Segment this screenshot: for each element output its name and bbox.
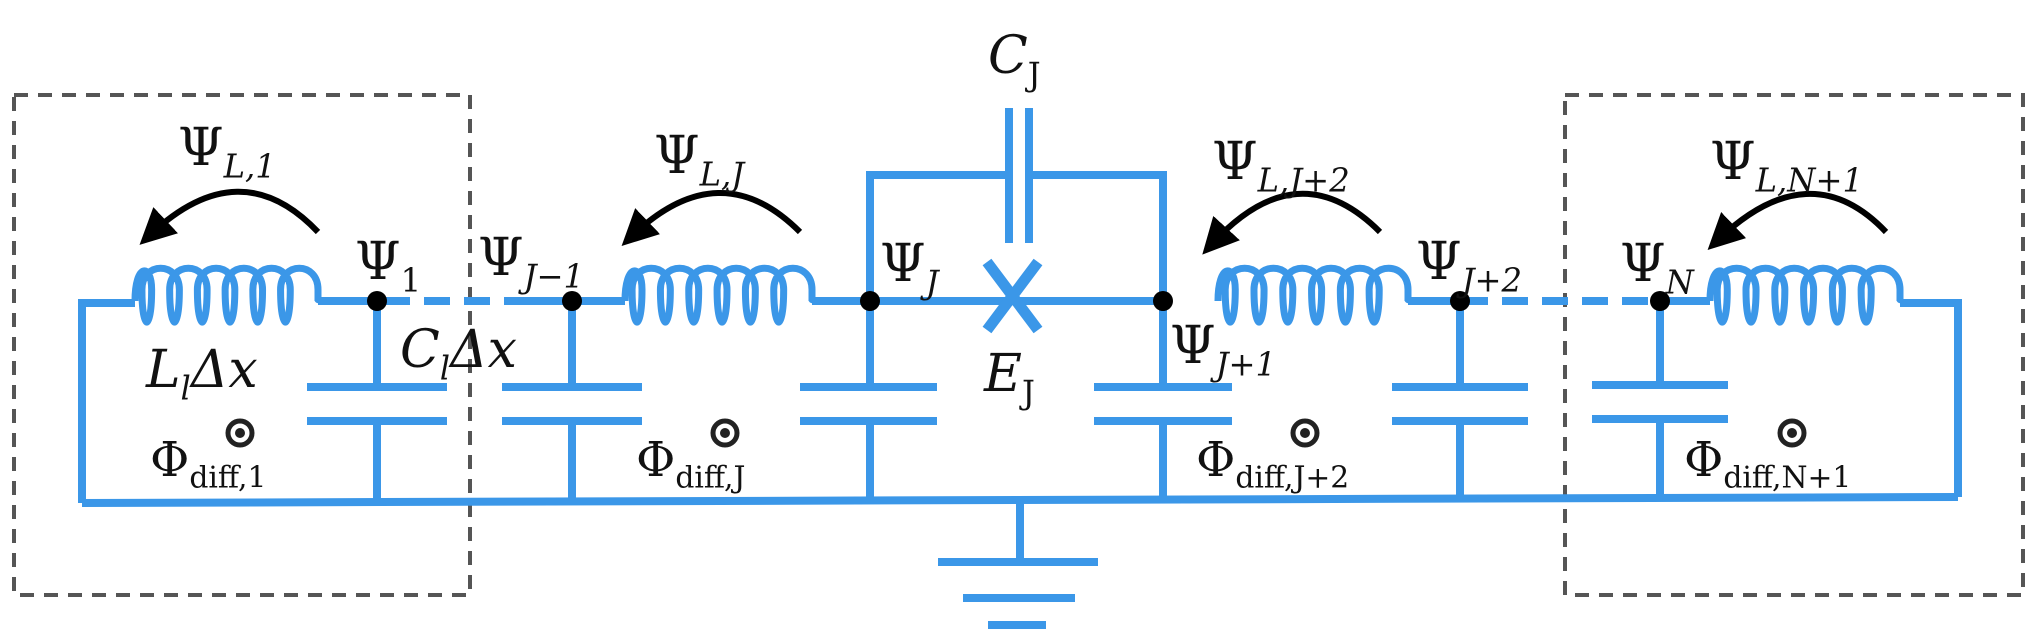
label-phi-diff-j-plus-2: Φdiff,J+2 — [1196, 432, 1350, 496]
label-psi-j-minus-1: ΨJ−1 — [478, 228, 585, 296]
label-phi-diff-n-plus-1: Φdiff,N+1 — [1684, 432, 1852, 496]
arrow-psi-lj — [621, 190, 803, 246]
cj-capacitor-plates — [1005, 108, 1033, 243]
label-psi-ln1: ΨL,N+1 — [1710, 132, 1863, 200]
left-boundary-box — [12, 93, 472, 597]
label-psi-lj: ΨL,J — [654, 126, 745, 194]
arrow-psi-lj2 — [1202, 190, 1383, 255]
label-psi-j: ΨJ — [880, 234, 939, 302]
right-boundary-box — [1563, 93, 2025, 597]
label-psi-n: ΨN — [1620, 234, 1694, 302]
cj-loop-right — [1029, 171, 1167, 301]
josephson-cross-icon — [982, 258, 1043, 334]
inductor-1 — [131, 264, 322, 326]
label-c-dx: ClΔx — [400, 320, 517, 388]
arrow-psi-l1 — [139, 188, 321, 245]
label-psi-1: Ψ1 — [355, 232, 422, 300]
label-psi-l1: ΨL,1 — [178, 118, 276, 186]
node-psi-j-plus-1 — [1153, 291, 1173, 311]
inductor-j-plus-2 — [1214, 264, 1412, 326]
nodes — [367, 291, 1670, 311]
cj-loop-left — [866, 171, 1009, 301]
node-psi-1 — [367, 291, 387, 311]
flux-arrows — [139, 188, 1889, 255]
arrow-psi-ln1 — [1707, 190, 1889, 250]
ground-icon — [938, 500, 1098, 629]
label-ej: EJ — [984, 344, 1035, 412]
label-phi-diff-1: Φdiff,1 — [150, 432, 267, 496]
label-phi-diff-j: Φdiff,J — [636, 432, 746, 496]
flux-markers — [225, 418, 1807, 448]
label-l-dx: LlΔx — [146, 340, 258, 408]
label-psi-j-plus-2: ΨJ+2 — [1416, 232, 1523, 300]
label-psi-j-plus-1: ΨJ+1 — [1170, 316, 1277, 384]
dot-in-circle-icon — [710, 418, 740, 448]
circuit-wires — [78, 108, 1962, 629]
boundary-boxes — [12, 93, 2025, 597]
dot-in-circle-icon — [1290, 418, 1320, 448]
right-end-wire — [1900, 299, 1962, 497]
node-psi-j — [860, 291, 880, 311]
dot-in-circle-icon — [225, 418, 255, 448]
node-psi-j-plus-2 — [1450, 291, 1470, 311]
dot-in-circle-icon — [1777, 418, 1807, 448]
label-cj: CJ — [988, 26, 1041, 94]
inductors — [131, 264, 1904, 326]
shunt-capacitor-plates — [307, 381, 1728, 425]
inductor-n-plus-1 — [1706, 264, 1904, 326]
label-psi-lj2: ΨL,J+2 — [1212, 132, 1350, 200]
node-psi-n — [1650, 291, 1670, 311]
left-end-wire — [78, 299, 135, 503]
inductor-j — [621, 264, 816, 326]
node-psi-j-minus-1 — [562, 291, 582, 311]
